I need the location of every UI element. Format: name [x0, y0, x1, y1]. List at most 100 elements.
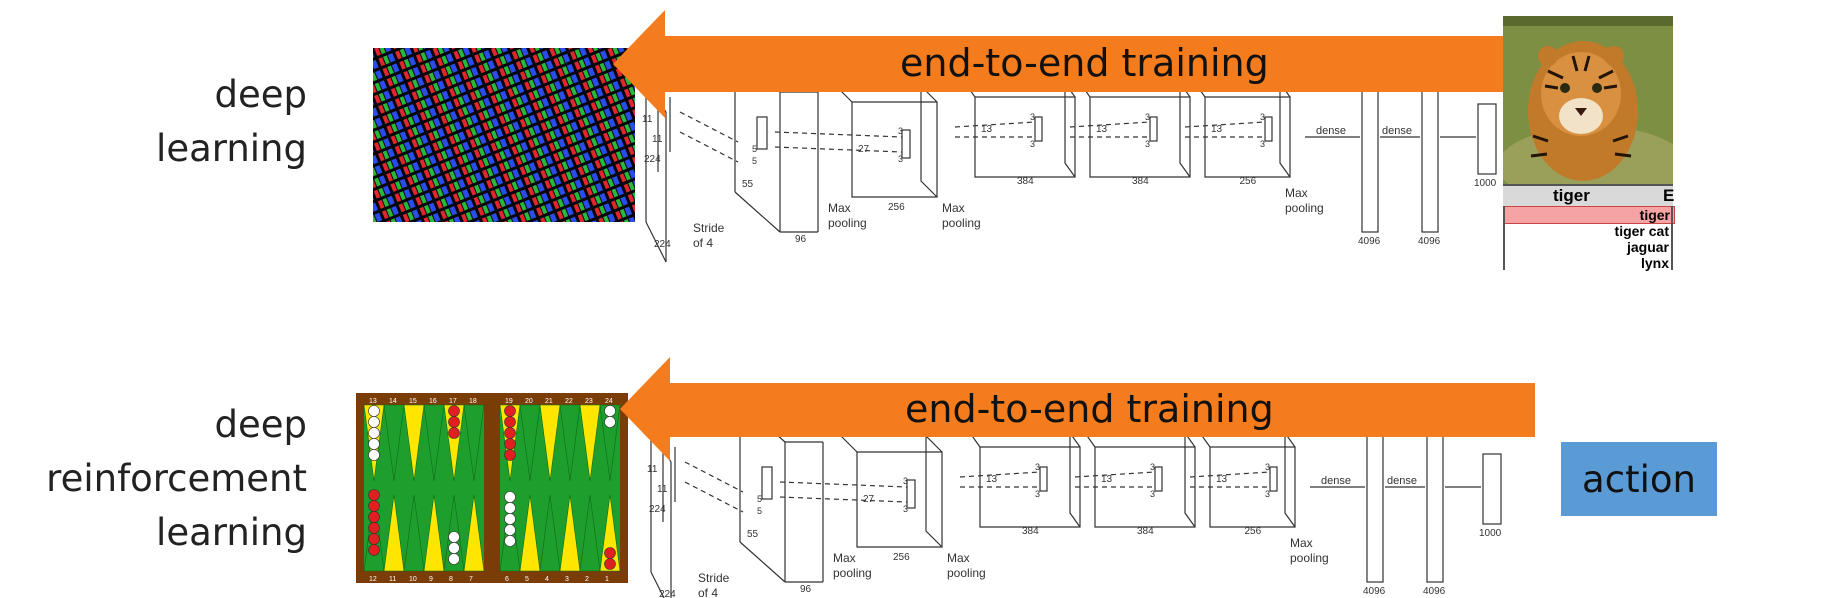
- pixel-grid-svg: [373, 48, 635, 222]
- row-label-deep-reinforcement-learning: deep reinforcement learning: [46, 398, 307, 560]
- left-arrow-icon: [620, 357, 1535, 461]
- checker: [448, 531, 460, 543]
- kernel-label: 3: [1035, 462, 1040, 472]
- kernel-label: 3: [898, 154, 903, 164]
- dim-label: 256: [893, 552, 910, 563]
- label-line: reinforcement: [46, 457, 307, 500]
- checker: [504, 449, 516, 461]
- checker: [604, 558, 616, 570]
- kernel-label: 3: [1150, 489, 1155, 499]
- checker: [448, 405, 460, 417]
- result-right-edge: [1671, 206, 1673, 270]
- kernel-box: [1034, 116, 1043, 142]
- board-point: [383, 404, 405, 482]
- checker: [504, 513, 516, 525]
- checker: [448, 427, 460, 439]
- dim-label: 384: [1022, 526, 1039, 537]
- kernel-label: 3: [903, 476, 908, 486]
- board-number: 16: [429, 398, 437, 405]
- board-number: 3: [565, 576, 569, 583]
- dense-label: dense: [1316, 125, 1346, 137]
- board-number: 2: [585, 576, 589, 583]
- conv-layer-box: [968, 432, 1081, 528]
- dense-size-label: 1000: [1474, 178, 1497, 189]
- checker: [368, 438, 380, 450]
- board-number: 20: [525, 398, 533, 405]
- dim-label: 384: [1137, 526, 1154, 537]
- prediction-row: tiger: [1503, 206, 1675, 224]
- board-point: [463, 404, 485, 482]
- pool-label: Max: [833, 551, 856, 565]
- board-point: [579, 404, 601, 482]
- board-point: [463, 494, 485, 572]
- prediction-row: jaguar: [1503, 239, 1673, 255]
- board-number: 15: [409, 398, 417, 405]
- board-number: 6: [505, 576, 509, 583]
- checker: [368, 500, 380, 512]
- board-point: [539, 494, 561, 572]
- dim-label: 256: [1245, 526, 1262, 537]
- pool-label: pooling: [947, 566, 986, 580]
- dim-label: 13: [981, 124, 993, 135]
- board-number: 8: [449, 576, 453, 583]
- pool-label: Max: [1290, 536, 1313, 550]
- pool-label: pooling: [942, 216, 981, 230]
- kernel-box: [761, 466, 773, 500]
- pool-label: Max: [942, 201, 965, 215]
- dense-size-label: 4096: [1418, 236, 1441, 247]
- layer-side: [1069, 433, 1081, 528]
- connection-line: [1184, 121, 1266, 128]
- dense-size-label: 4096: [1363, 586, 1386, 597]
- input-edge: [650, 571, 665, 598]
- kernel-box: [1154, 466, 1163, 492]
- board-number: 9: [429, 576, 433, 583]
- kernel-label: 5: [757, 494, 762, 504]
- connection-line: [779, 496, 908, 503]
- connection-line: [679, 131, 739, 163]
- layer-side: [1284, 433, 1296, 528]
- dense-size-label: 4096: [1358, 236, 1381, 247]
- checker: [504, 535, 516, 547]
- kernel-label: 5: [752, 156, 757, 166]
- board-number: 5: [525, 576, 529, 583]
- label-line: learning: [156, 511, 307, 554]
- dim-label: 13: [986, 474, 998, 485]
- pixel-grid-image: [373, 48, 635, 222]
- prediction-row: lynx: [1503, 255, 1673, 271]
- arrow-label: end-to-end training: [900, 41, 1269, 85]
- board-number: 11: [389, 576, 396, 583]
- connection-line: [1069, 121, 1151, 128]
- pool-label: Max: [1285, 186, 1308, 200]
- board-point: [559, 404, 581, 482]
- kernel-label: 3: [1265, 462, 1270, 472]
- pool-label: Max: [828, 201, 851, 215]
- dense-size-label: 1000: [1479, 528, 1502, 539]
- action-label: action: [1582, 457, 1696, 501]
- board-number: 13: [369, 398, 377, 405]
- kernel-label: 3: [1030, 139, 1035, 149]
- dim-label: 256: [1240, 176, 1257, 187]
- pool-label: Max: [947, 551, 970, 565]
- stride-label: of 4: [693, 236, 713, 250]
- label-line: learning: [156, 127, 307, 170]
- board-number: 17: [449, 398, 457, 405]
- board-point: [519, 404, 541, 482]
- board-point: [423, 404, 445, 482]
- input-dim-label: 11: [642, 114, 653, 125]
- checker: [448, 416, 460, 428]
- connection-line: [774, 131, 903, 138]
- dim-label: 13: [1216, 474, 1228, 485]
- dim-label: 384: [1017, 176, 1034, 187]
- kernel-label: 3: [1265, 489, 1270, 499]
- conv2-box: [834, 85, 938, 198]
- dim-label: 27: [858, 144, 870, 155]
- kernel-box: [1269, 466, 1278, 492]
- layer-side: [1279, 83, 1291, 178]
- kernel-label: 3: [1145, 139, 1150, 149]
- board-number: 21: [545, 398, 553, 405]
- board-number: 23: [585, 398, 593, 405]
- board-point: [403, 494, 425, 572]
- prediction-label: tiger: [1639, 207, 1670, 223]
